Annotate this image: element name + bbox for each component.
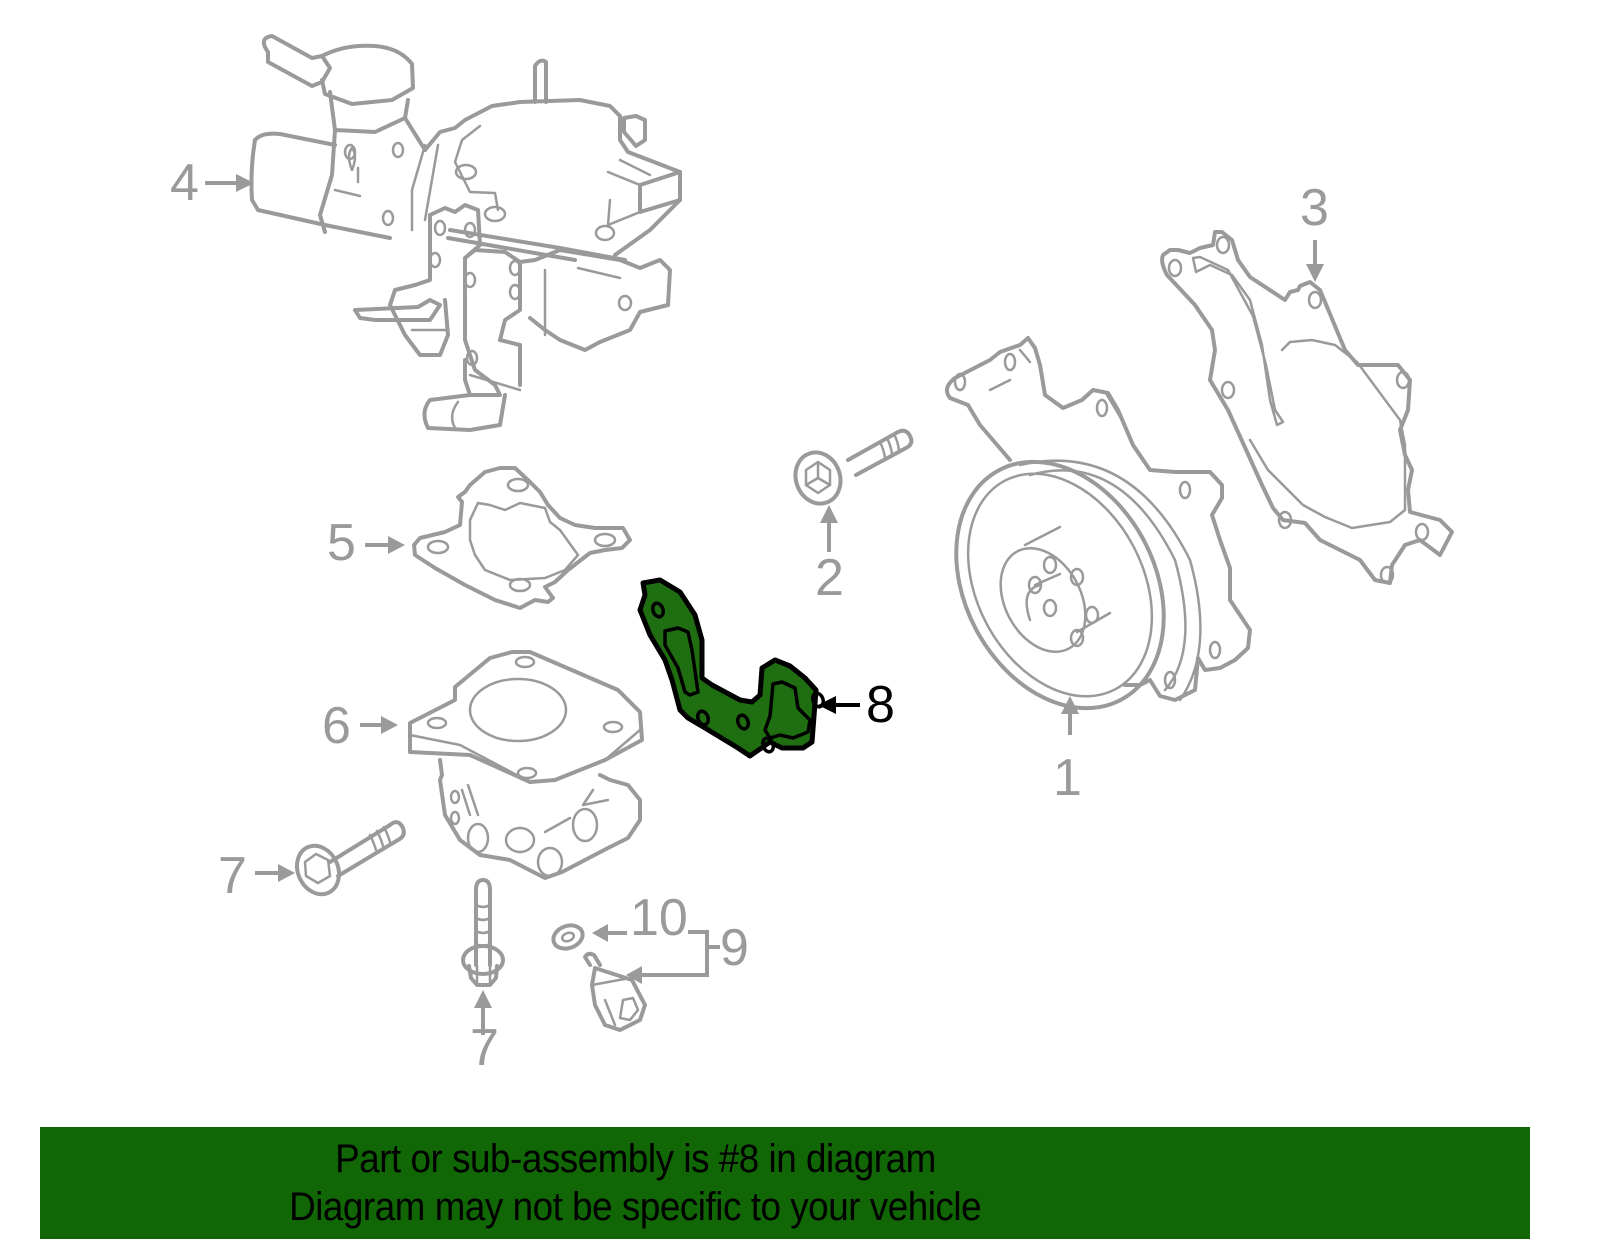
banner-disclaimer: Diagram may not be specific to your vehi… xyxy=(288,1185,981,1229)
callout-4-label: 4 xyxy=(170,154,199,212)
part-9-10-sensor: 10 9 xyxy=(551,889,749,1032)
callout-9-label: 9 xyxy=(720,919,749,977)
part-1-water-pump: 1 xyxy=(944,336,1252,807)
callout-6-label: 6 xyxy=(322,697,351,755)
callout-8-label: 8 xyxy=(866,676,895,734)
part-7-bolt-vertical: 7 xyxy=(461,878,505,1077)
callout-2-label: 2 xyxy=(815,549,844,607)
part-8-highlighted-bracket[interactable]: 8 xyxy=(637,577,895,759)
callout-10-label: 10 xyxy=(630,889,688,947)
part-7-bolt-horizontal: 7 xyxy=(218,820,406,905)
callout-7a-label: 7 xyxy=(218,847,247,905)
part-5-gasket: 5 xyxy=(327,466,632,610)
callout-3-label: 3 xyxy=(1300,179,1329,237)
callout-5-label: 5 xyxy=(327,514,356,572)
part-4-housing-assembly: 4 xyxy=(170,34,682,432)
part-6-housing: 6 xyxy=(322,650,644,880)
part-info-banner: Part or sub-assembly is #8 in diagram Di… xyxy=(40,1127,1530,1239)
callout-1-label: 1 xyxy=(1053,749,1082,807)
banner-part-note: Part or sub-assembly is #8 in diagram xyxy=(334,1137,936,1181)
parts-diagram: 4 3 xyxy=(170,34,1454,1077)
part-3-gasket: 3 xyxy=(1160,179,1454,585)
part-2-bolt: 2 xyxy=(793,428,914,607)
